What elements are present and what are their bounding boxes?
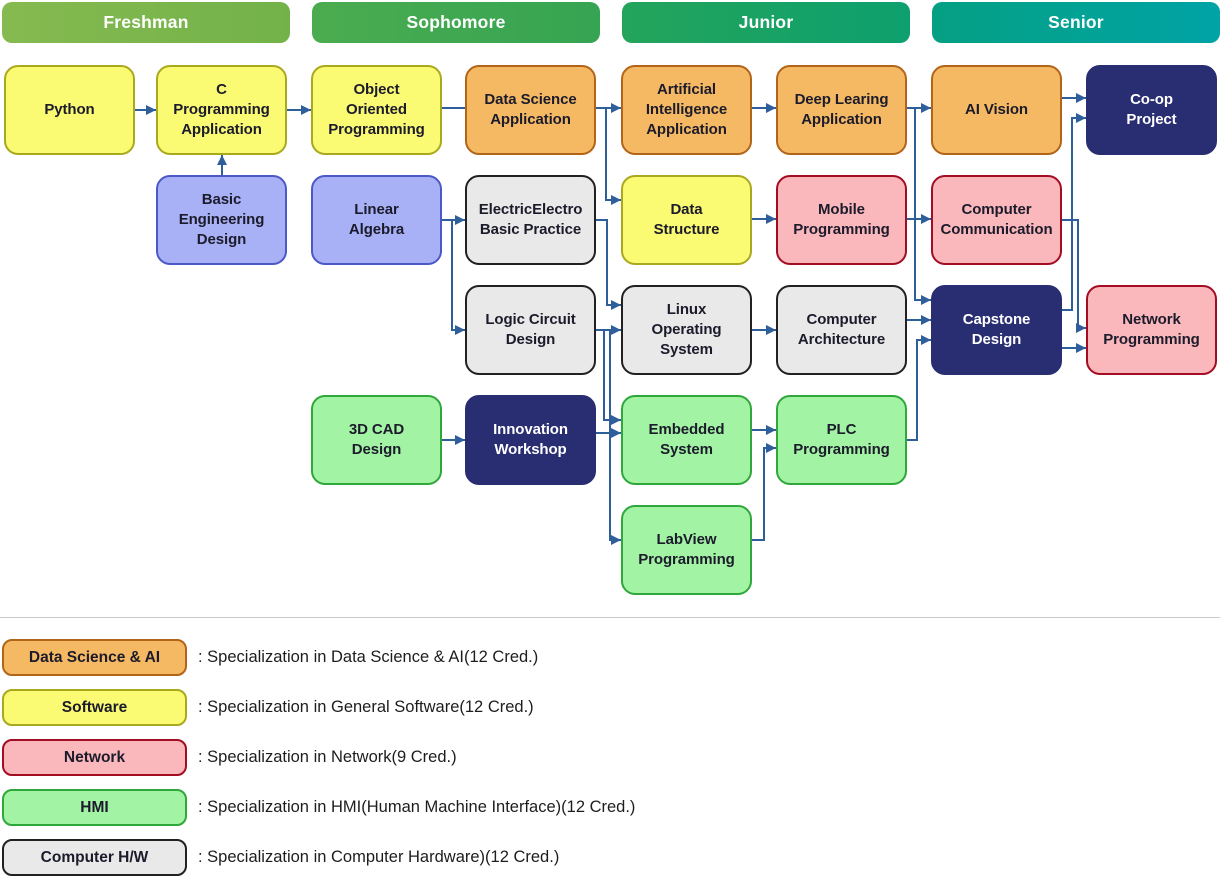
edge-dla-to-capstone: [914, 108, 931, 305]
course-label: Artificial Intelligence Application: [645, 81, 728, 138]
course-label: Linear Algebra: [348, 201, 405, 238]
legend-description: : Specialization in Computer Hardware)(1…: [198, 848, 560, 866]
course-label: Logic Circuit Design: [485, 311, 576, 348]
course-label: Capstone Design: [962, 311, 1031, 348]
legend-description: : Specialization in HMI(Human Machine In…: [198, 798, 636, 816]
course-label: Computer Communication: [940, 201, 1053, 238]
legend-item-software: Software : Specialization in General Soft…: [0, 689, 1220, 726]
course-label: 3D CAD Design: [348, 421, 405, 458]
legend-swatch-network: Network: [2, 739, 187, 776]
legend-description: : Specialization in General Software(12 …: [198, 698, 534, 716]
course-label: Deep Learing Application: [794, 91, 889, 128]
edge-lcd-to-embedded: [603, 330, 621, 425]
year-header-junior: Junior: [622, 2, 910, 43]
connector-layer: [135, 93, 1086, 545]
course-label: Co-op Project: [1126, 91, 1177, 128]
course-box-cad: 3D CAD Design: [311, 395, 442, 485]
course-box-embedded: Embedded System: [621, 395, 752, 485]
course-label: Mobile Programming: [793, 201, 890, 238]
course-box-mobile: Mobile Programming: [776, 175, 907, 265]
course-box-dla: Deep Learing Application: [776, 65, 907, 155]
course-box-ds: Data Structure: [621, 175, 752, 265]
course-box-lcd: Logic Circuit Design: [465, 285, 596, 375]
edge-lcd-to-labview: [609, 330, 621, 545]
year-header-label: Sophomore: [406, 12, 506, 32]
edge-cc-to-network_prog: [1062, 219, 1086, 333]
edge-dsa-to-ds: [605, 108, 621, 205]
course-label: LabView Programming: [638, 531, 735, 568]
legend-swatch-label: HMI: [80, 798, 109, 816]
course-box-python: Python: [4, 65, 135, 155]
course-box-innovation: Innovation Workshop: [465, 395, 596, 485]
legend-separator: [0, 617, 1220, 618]
year-header-label: Senior: [1048, 12, 1104, 32]
course-box-bed: Basic Engineering Design: [156, 175, 287, 265]
legend-description: : Specialization in Network(9 Cred.): [198, 748, 457, 766]
course-label: Basic Engineering Design: [178, 191, 265, 248]
edge-ee-to-linux: [596, 219, 621, 310]
year-header-senior: Senior: [932, 2, 1220, 43]
course-label: Computer Architecture: [797, 311, 886, 348]
legend-swatch-data_science_ai: Data Science & AI: [2, 639, 187, 676]
course-label: C Programming Application: [173, 81, 270, 138]
course-box-linux: Linux Operating System: [621, 285, 752, 375]
legend-swatch-label: Network: [63, 748, 126, 766]
legend-swatch-software: Software: [2, 689, 187, 726]
course-box-network_prog: Network Programming: [1086, 285, 1217, 375]
course-label: PLC Programming: [793, 421, 890, 458]
edge-capstone-to-coop: [1062, 113, 1086, 311]
edge-plc-to-capstone: [907, 335, 931, 441]
legend-item-network: Network : Specialization in Network(9 Cre…: [0, 739, 1220, 776]
legend-item-data_science_ai: Data Science & AI : Specialization in Dat…: [0, 639, 1220, 676]
course-box-c_prog: C Programming Application: [156, 65, 287, 155]
legend-swatch-computer_hw: Computer H/W: [2, 839, 187, 876]
legend-swatch-hmi: HMI: [2, 789, 187, 826]
course-box-comp_arch: Computer Architecture: [776, 285, 907, 375]
course-box-labview: LabView Programming: [621, 505, 752, 595]
year-header-label: Freshman: [103, 12, 189, 32]
course-label: Data Science Application: [484, 91, 577, 128]
course-box-dsa: Data Science Application: [465, 65, 596, 155]
course-label: Network Programming: [1103, 311, 1200, 348]
legend-item-hmi: HMI : Specialization in HMI(Human Machine…: [0, 789, 1220, 826]
course-label: Python: [44, 101, 95, 119]
course-box-cc: Computer Communication: [931, 175, 1062, 265]
course-label: Linux Operating System: [651, 301, 722, 358]
legend-description: : Specialization in Data Science & AI(12…: [198, 648, 539, 666]
course-box-plc: PLC Programming: [776, 395, 907, 485]
legend-swatch-label: Software: [61, 698, 128, 716]
course-label: Innovation Workshop: [493, 421, 568, 458]
edge-linear-to-lcd: [451, 220, 465, 335]
legend-swatch-label: Computer H/W: [40, 848, 149, 866]
edge-labview-to-plc: [752, 443, 776, 541]
course-label: ElectricElectro Basic Practice: [478, 201, 583, 238]
course-box-ee: ElectricElectro Basic Practice: [465, 175, 596, 265]
course-box-ai_vision: AI Vision: [931, 65, 1062, 155]
legend-swatch-label: Data Science & AI: [28, 648, 161, 666]
year-header-freshman: Freshman: [2, 2, 290, 43]
year-header-label: Junior: [738, 12, 794, 32]
course-label: Data Structure: [653, 201, 720, 238]
year-header-sophomore: Sophomore: [312, 2, 600, 43]
course-label: AI Vision: [964, 101, 1028, 119]
course-box-coop: Co-op Project: [1086, 65, 1217, 155]
course-label: Embedded System: [648, 421, 725, 458]
course-box-capstone: Capstone Design: [931, 285, 1062, 375]
course-box-linear: Linear Algebra: [311, 175, 442, 265]
legend-item-computer_hw: Computer H/W : Specialization in Computer…: [0, 839, 1220, 876]
course-label: Object Oriented Programming: [328, 81, 425, 138]
course-box-oop: Object Oriented Programming: [311, 65, 442, 155]
course-box-aia: Artificial Intelligence Application: [621, 65, 752, 155]
